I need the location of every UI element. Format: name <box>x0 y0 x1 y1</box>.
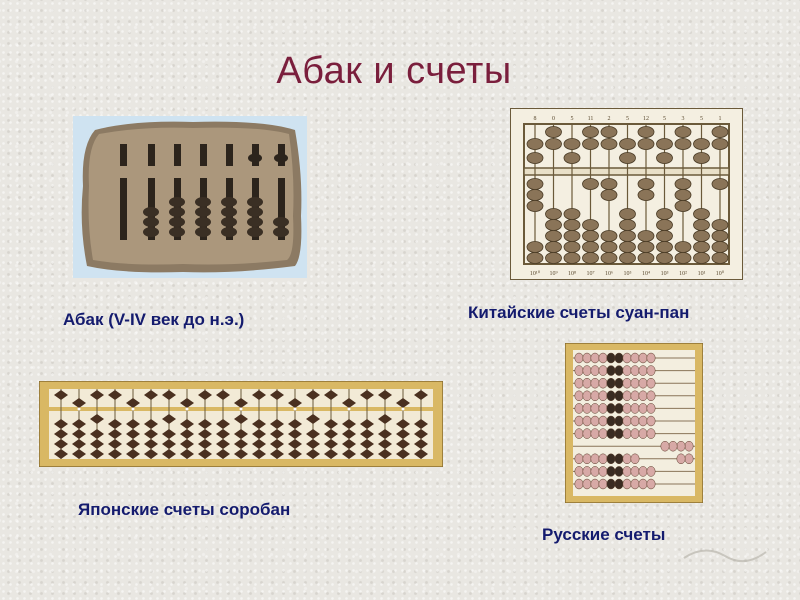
svg-text:10⁹: 10⁹ <box>549 271 557 277</box>
svg-text:5: 5 <box>700 116 703 122</box>
svg-text:5: 5 <box>571 116 574 122</box>
svg-text:10⁷: 10⁷ <box>586 271 594 277</box>
svg-text:10⁰: 10⁰ <box>716 270 725 277</box>
schoty-image <box>565 343 703 503</box>
svg-text:3: 3 <box>682 116 685 122</box>
caption-suanpan: Китайские счеты суан-пан <box>468 303 690 322</box>
svg-text:10⁴: 10⁴ <box>642 271 650 277</box>
svg-text:10²: 10² <box>679 271 687 277</box>
stone-abacus-image <box>73 116 307 278</box>
svg-text:10¹⁰: 10¹⁰ <box>530 270 541 277</box>
caption-soroban: Японские счеты соробан <box>78 500 291 519</box>
svg-text:2: 2 <box>608 116 611 122</box>
caption-abacus: Абак (V-IV век до н.э.) <box>63 310 245 329</box>
svg-text:10⁵: 10⁵ <box>623 271 631 277</box>
suanpan-image: 8 0 5 11 2 5 12 5 3 5 1 10¹⁰ 10⁹ 10⁸ 10⁷ 10⁶ 10⁵ 10⁴ 10³ 1… <box>510 108 743 280</box>
svg-text:10⁸: 10⁸ <box>568 271 576 277</box>
svg-text:0: 0 <box>552 116 555 122</box>
svg-text:10¹: 10¹ <box>698 271 706 277</box>
svg-text:12: 12 <box>643 116 649 122</box>
svg-text:1: 1 <box>719 116 722 122</box>
svg-text:10³: 10³ <box>661 271 669 277</box>
svg-text:11: 11 <box>588 116 594 122</box>
soroban-image <box>39 381 443 467</box>
svg-text:5: 5 <box>626 116 629 122</box>
slide-title: Абак и счеты <box>276 50 512 92</box>
svg-text:5: 5 <box>663 116 666 122</box>
svg-text:10⁶: 10⁶ <box>605 271 613 277</box>
caption-schoty: Русские счеты <box>542 525 666 544</box>
watermark-mark <box>683 549 767 563</box>
svg-text:8: 8 <box>534 116 537 122</box>
